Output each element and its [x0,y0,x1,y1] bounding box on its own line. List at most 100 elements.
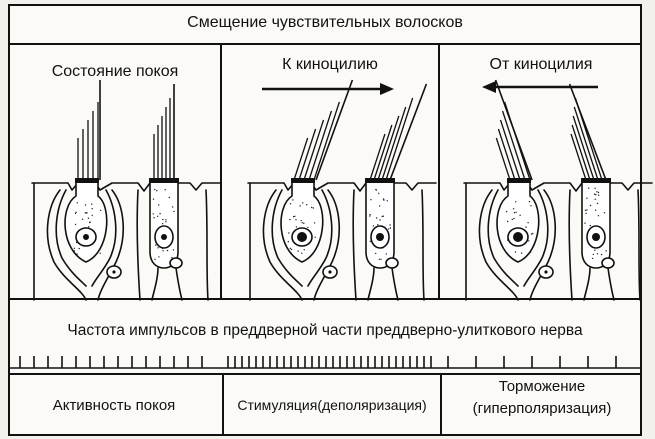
states-divider [8,373,642,375]
cylinder-nucleolus [592,233,600,241]
cytoplasm-dot [378,192,380,195]
nerve-bouton [385,257,399,269]
cytoplasm-dot [584,222,586,224]
cytoplasm-dot [375,189,377,191]
cytoplasm-dot [584,209,587,211]
cytoplasm-dot [379,219,381,221]
cytoplasm-dot [529,251,532,253]
cytoplasm-dot [380,258,382,260]
bouton-dot [544,270,548,274]
cytoplasm-dot [530,205,532,207]
cytoplasm-dot [589,204,592,207]
cytoplasm-dot [507,220,509,223]
epithelium-surface [463,182,653,192]
frequency-label: Частота импульсов в преддверной части пр… [67,322,583,339]
cytoplasm-dot [597,191,600,194]
cytoplasm-dot [159,213,161,215]
stereocilium [499,119,521,181]
cytoplasm-dot [91,203,93,205]
cylinder-nucleolus [161,234,167,240]
flask-hair-cell [496,179,540,263]
cytoplasm-dot [88,226,90,228]
panel-divider-1 [220,44,222,299]
cytoplasm-dot [100,209,102,212]
cuticular-plate [75,178,99,183]
cytoplasm-dot [527,222,529,224]
cytoplasm-dot [370,199,372,201]
flask-nucleolus [83,234,89,240]
cytoplasm-dot [597,215,600,217]
cytoplasm-dot [588,187,590,189]
cytoplasm-dot [591,257,594,260]
cytoplasm-dot [154,188,156,191]
cytoplasm-dot [303,249,305,251]
cytoplasm-dot [301,222,303,224]
cytoplasm-dot [389,227,392,229]
flask-nucleolus [513,232,523,242]
calyx-outer-right [313,189,341,301]
cytoplasm-dot [299,205,301,207]
cytoplasm-dot [596,253,599,255]
cytoplasm-dot [294,215,296,217]
panel-label-away: От киноцилия [489,56,593,73]
cytoplasm-dot [152,198,155,200]
cytoplasm-dot [382,215,385,217]
stereocilium [381,106,407,181]
cytoplasm-dot [157,247,159,249]
nerve-fiber [391,267,399,301]
title-divider [8,43,642,45]
cytoplasm-dot [369,213,371,216]
cytoplasm-dot [589,224,591,227]
state-stimulation: Стимуляция(деполяризация) [237,397,427,413]
cytoplasm-dot [76,253,78,255]
cytoplasm-dot [600,253,603,256]
cytoplasm-dot [290,248,293,251]
stereocilium [293,137,309,181]
nerve-bouton [601,257,615,269]
kinocilium [494,79,533,181]
cytoplasm-dot [515,201,517,203]
cytoplasm-dot [525,226,527,228]
cytoplasm-dot [519,214,521,216]
cytoplasm-dot [164,189,166,191]
state-inhibition-line1: Торможение [498,378,586,395]
cytoplasm-dot [596,191,598,193]
cytoplasm-dot [511,218,513,221]
cytoplasm-dot [594,187,596,189]
stereocilium [369,133,386,181]
cytoplasm-dot [89,221,91,223]
cuticular-plate [291,178,315,183]
cytoplasm-dot [532,232,534,235]
cuticular-plate [365,178,395,183]
support-cell-border [568,189,573,301]
cytoplasm-dot [166,249,169,252]
cytoplasm-dot [375,252,377,255]
nerve-bouton [169,257,183,269]
cytoplasm-dot [173,210,175,213]
arrow-left [482,81,598,93]
cytoplasm-dot [81,218,84,220]
cytoplasm-dot [513,212,516,214]
cytoplasm-dot [520,252,523,254]
cytoplasm-dot [389,224,391,226]
nerve-fiber [175,267,183,301]
panel-cells-0 [31,80,221,301]
stereocilium [495,137,511,181]
cytoplasm-dot [295,219,297,221]
cytoplasm-dot [158,256,160,258]
cylinder-nucleolus [376,233,384,241]
cytoplasm-dot [385,253,387,255]
cytoplasm-dot [377,224,379,226]
cytoplasm-dot [76,202,79,204]
cytoplasm-dot [87,217,90,219]
cytoplasm-dot [292,199,294,201]
cytoplasm-dot [171,257,173,259]
cytoplasm-dot [528,240,530,242]
cytoplasm-dot [162,250,164,252]
cytoplasm-dot [505,210,508,213]
panel-cells-2 [463,79,653,301]
cytoplasm-dot [369,215,371,217]
stereocilium [373,124,393,181]
kinocilium [568,83,607,181]
